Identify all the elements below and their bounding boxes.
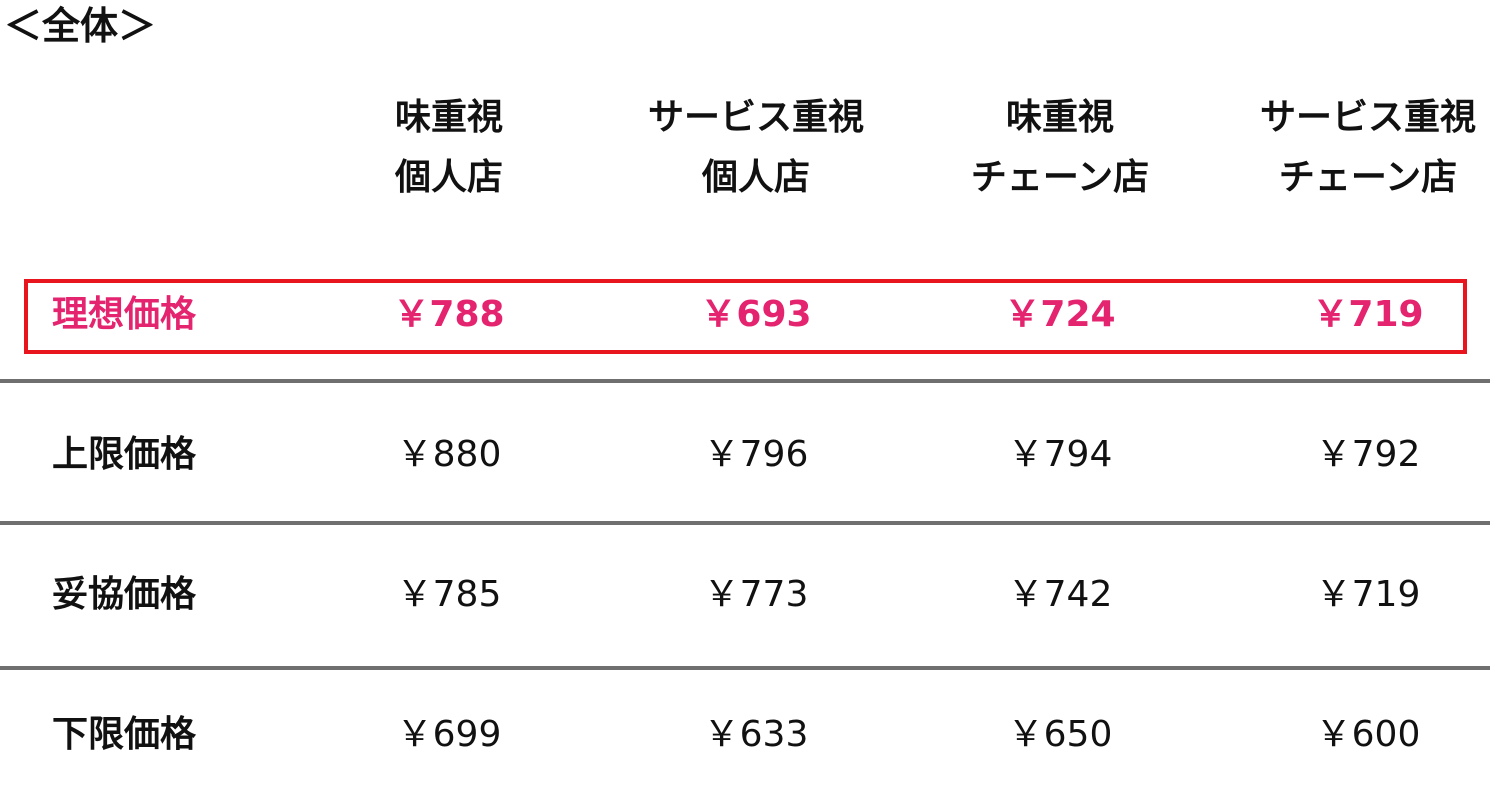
price-cell: ￥742 [1007, 574, 1113, 615]
price-cell: ￥773 [703, 574, 809, 615]
price-cell: ￥719 [1312, 294, 1424, 335]
column-header: サービス重視個人店 [606, 88, 906, 208]
column-header-line: チェーン店 [970, 157, 1150, 198]
price-cell: ￥796 [703, 434, 809, 475]
column-header-line: サービス重視 [647, 97, 864, 138]
column-header: 味重視個人店 [299, 88, 599, 208]
row-label: 下限価格 [52, 714, 197, 755]
price-cell: ￥693 [700, 294, 812, 335]
price-cell: ￥650 [1007, 714, 1113, 755]
column-header: サービス重視チェーン店 [1218, 88, 1493, 208]
price-cell: ￥699 [396, 714, 502, 755]
price-cell: ￥792 [1315, 434, 1421, 475]
table-title: ＜全体＞ [4, 4, 157, 48]
column-header-line: 個人店 [394, 157, 503, 198]
column-header-line: チェーン店 [1278, 157, 1458, 198]
row-separator [0, 666, 1490, 670]
column-header: 味重視チェーン店 [910, 88, 1210, 208]
column-header-line: 味重視 [394, 97, 503, 138]
price-cell: ￥880 [396, 434, 502, 475]
row-separator [0, 521, 1490, 525]
price-cell: ￥785 [396, 574, 502, 615]
price-cell: ￥719 [1315, 574, 1421, 615]
price-cell: ￥724 [1004, 294, 1116, 335]
column-header-line: 味重視 [1005, 97, 1114, 138]
price-cell: ￥600 [1315, 714, 1421, 755]
highlight-box [24, 279, 1467, 354]
price-cell: ￥794 [1007, 434, 1113, 475]
row-label: 理想価格 [52, 294, 197, 335]
column-header-line: 個人店 [701, 157, 810, 198]
price-cell: ￥788 [393, 294, 505, 335]
row-label: 妥協価格 [52, 574, 197, 615]
column-header-line: サービス重視 [1259, 97, 1476, 138]
row-label: 上限価格 [52, 434, 197, 475]
price-cell: ￥633 [703, 714, 809, 755]
row-separator [0, 379, 1490, 383]
